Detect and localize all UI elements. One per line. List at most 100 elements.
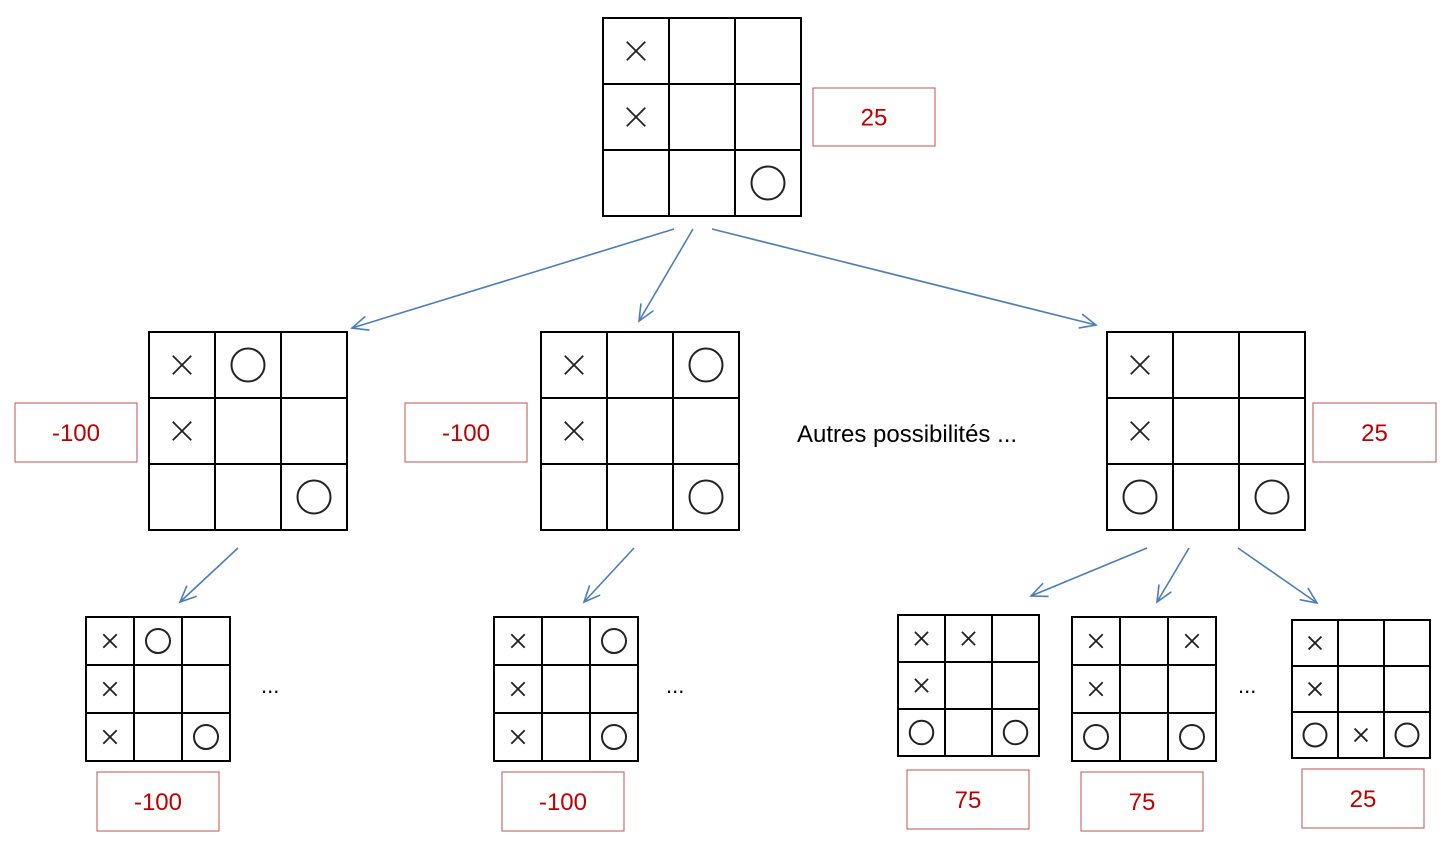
x-mark-icon — [510, 729, 526, 745]
level1-board-3 — [1106, 331, 1306, 531]
arrowhead-icon — [582, 585, 601, 604]
score-box-frame — [14, 402, 138, 463]
x-mark-icon — [1307, 635, 1323, 651]
tree-edge-arrow — [1237, 547, 1319, 605]
x-mark-icon — [1307, 681, 1323, 697]
level2-board-3 — [897, 614, 1040, 757]
x-mark-icon — [1088, 681, 1104, 697]
score-box-frame — [1301, 768, 1425, 829]
x-mark-icon — [626, 107, 646, 127]
score-box-frame — [404, 402, 528, 463]
x-mark-icon — [626, 41, 646, 61]
score-box-frame — [501, 771, 625, 832]
board-frame — [1106, 331, 1306, 531]
board-frame — [148, 331, 348, 531]
x-mark-icon — [102, 681, 118, 697]
x-mark-icon — [1130, 421, 1150, 441]
score-box-frame — [812, 87, 936, 147]
score-value: 25 — [1350, 786, 1377, 813]
level1-board-2 — [540, 331, 740, 531]
score-value: 25 — [1361, 420, 1388, 447]
o-mark-icon — [1394, 722, 1420, 748]
arrowhead-icon — [638, 303, 654, 323]
game-boards — [85, 17, 1431, 762]
level1-score-3: 25 — [1312, 402, 1437, 463]
arrowhead-icon — [350, 316, 370, 331]
tree-edge-arrow — [582, 547, 635, 604]
x-mark-icon — [102, 729, 118, 745]
o-mark-icon — [230, 347, 266, 383]
board-frame — [1291, 619, 1431, 759]
level2-board-1 — [85, 616, 231, 762]
tree-edge-arrow — [350, 228, 675, 331]
score-value: -100 — [442, 420, 490, 447]
o-mark-icon — [145, 628, 171, 654]
o-mark-icon — [688, 347, 724, 383]
o-mark-icon — [750, 165, 786, 201]
board-frame — [493, 616, 639, 762]
x-mark-icon — [914, 678, 929, 693]
x-mark-icon — [510, 681, 526, 697]
x-mark-icon — [1130, 355, 1150, 375]
other-possibilities-label: Autres possibilités ... — [797, 421, 1017, 448]
x-mark-icon — [564, 421, 584, 441]
score-box-frame — [906, 769, 1030, 830]
arrowhead-icon — [1299, 587, 1319, 605]
board-frame — [1071, 616, 1217, 762]
ellipsis-3: ... — [1238, 673, 1256, 698]
o-mark-icon — [1302, 722, 1328, 748]
ellipsis-2: ... — [666, 673, 684, 698]
tree-edge-arrow — [638, 228, 694, 323]
ellipsis-1: ... — [261, 673, 279, 698]
level2-score-1: -100 — [96, 771, 220, 832]
tree-edge-arrow — [178, 547, 239, 604]
x-mark-icon — [172, 355, 192, 375]
score-value: 25 — [861, 105, 888, 132]
board-frame — [602, 17, 802, 217]
x-mark-icon — [564, 355, 584, 375]
x-mark-icon — [102, 633, 118, 649]
score-value: -100 — [134, 789, 182, 816]
root-board — [602, 17, 802, 217]
x-mark-icon — [961, 631, 976, 646]
score-box-frame — [1080, 771, 1204, 832]
score-value: -100 — [539, 789, 587, 816]
o-mark-icon — [1254, 479, 1290, 515]
o-mark-icon — [908, 719, 935, 746]
board-frame — [897, 614, 1040, 757]
level2-board-2 — [493, 616, 639, 762]
tree-edge-arrow — [711, 228, 1098, 329]
o-mark-icon — [601, 724, 627, 750]
score-value: 75 — [955, 787, 982, 814]
score-boxes: 25 -100 -100 25 -100 -100 75 75 25 — [14, 87, 1437, 832]
tree-edges — [178, 228, 1319, 605]
x-mark-icon — [1184, 633, 1200, 649]
level2-board-4 — [1071, 616, 1217, 762]
level1-board-1 — [148, 331, 348, 531]
x-mark-icon — [1088, 633, 1104, 649]
x-mark-icon — [914, 631, 929, 646]
o-mark-icon — [1122, 479, 1158, 515]
x-mark-icon — [510, 633, 526, 649]
arrowhead-icon — [1029, 582, 1049, 598]
arrowhead-icon — [178, 585, 197, 604]
score-value: 75 — [1129, 789, 1156, 816]
arrowhead-icon — [1155, 584, 1172, 604]
o-mark-icon — [1002, 719, 1029, 746]
board-frame — [540, 331, 740, 531]
x-mark-icon — [1353, 727, 1369, 743]
board-frame — [85, 616, 231, 762]
x-mark-icon — [172, 421, 192, 441]
level2-score-2: -100 — [501, 771, 625, 832]
score-box-frame — [96, 771, 220, 832]
o-mark-icon — [1179, 724, 1205, 750]
score-box-frame — [1312, 402, 1437, 463]
level2-score-5: 25 — [1301, 768, 1425, 829]
score-value: -100 — [52, 420, 100, 447]
tree-edge-arrow — [1029, 547, 1148, 598]
o-mark-icon — [688, 479, 724, 515]
o-mark-icon — [193, 724, 219, 750]
level2-board-5 — [1291, 619, 1431, 759]
level2-score-3: 75 — [906, 769, 1030, 830]
